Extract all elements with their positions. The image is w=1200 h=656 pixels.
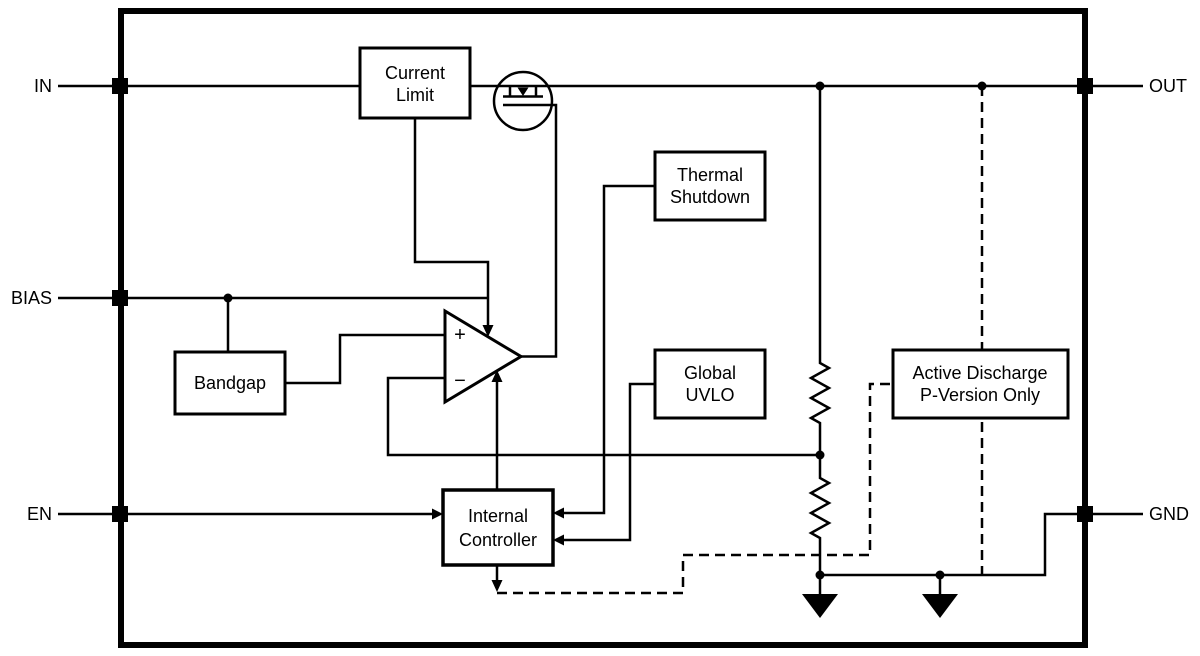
- pin-gnd-pad: [1077, 506, 1093, 522]
- pin-bias: BIAS: [11, 288, 128, 308]
- pin-bias-pad: [112, 290, 128, 306]
- wire-controller-to-active-discharge: [497, 382, 893, 595]
- resistor-bottom: [808, 455, 832, 575]
- junction-feedback-node: [815, 450, 825, 460]
- pin-in: IN: [34, 76, 128, 96]
- pin-out-pad: [1077, 78, 1093, 94]
- dashed-wires: [497, 86, 984, 595]
- pin-en-label: EN: [27, 504, 52, 524]
- global-uvlo-label-1: Global: [684, 363, 736, 383]
- wire-amp-output-to-gate: [521, 103, 558, 358]
- current-limit-label-2: Limit: [396, 85, 434, 105]
- arrow-en-into-controller-icon: [432, 508, 443, 520]
- arrow-controller-down-icon: [491, 580, 503, 592]
- internal-controller-label-2: Controller: [459, 530, 537, 550]
- error-amplifier: + −: [443, 308, 524, 405]
- current-limit-label-1: Current: [385, 63, 445, 83]
- bandgap-box: [173, 350, 287, 416]
- active-discharge-box: [891, 348, 1070, 420]
- wire-thermal-to-controller: [564, 184, 655, 515]
- block-global-uvlo: Global UVLO: [653, 348, 767, 420]
- thermal-shutdown-label-1: Thermal: [677, 165, 743, 185]
- wire-current-limit-to-amp: [413, 118, 490, 326]
- block-thermal-shutdown: Thermal Shutdown: [653, 150, 767, 222]
- global-uvlo-box: [653, 348, 767, 420]
- active-discharge-label-1: Active Discharge: [912, 363, 1047, 383]
- internal-controller-box: [441, 488, 555, 567]
- arrow-uvlo-into-controller-icon: [553, 534, 564, 546]
- block-internal-controller: Internal Controller: [441, 488, 555, 567]
- arrow-thermal-into-controller-icon: [553, 507, 564, 519]
- arrow-controller-into-amp-icon: [491, 370, 503, 382]
- current-limit-box: [358, 46, 472, 120]
- global-uvlo-label-2: UVLO: [685, 385, 734, 405]
- pin-in-pad: [112, 78, 128, 94]
- pass-fet-symbol: [503, 86, 543, 107]
- wires: [128, 84, 1077, 594]
- pin-bias-label: BIAS: [11, 288, 52, 308]
- pin-en-pad: [112, 506, 128, 522]
- wire-bandgap-to-amp-plus: [285, 333, 445, 385]
- feedback-divider: [808, 86, 832, 575]
- ground-symbol-icon-1: [802, 594, 838, 618]
- active-discharge-label-2: P-Version Only: [920, 385, 1040, 405]
- amp-plus-sign: +: [454, 324, 466, 346]
- ground-symbols: [802, 594, 958, 618]
- thermal-shutdown-box: [653, 150, 767, 222]
- ground-symbol-icon-2: [922, 594, 958, 618]
- error-amplifier-triangle: [443, 308, 524, 405]
- junction-bias-bandgap: [223, 293, 233, 303]
- junction-rail-divider: [815, 81, 825, 91]
- block-current-limit: Current Limit: [358, 46, 472, 120]
- device-boundary: [118, 8, 1088, 648]
- thermal-shutdown-label-2: Shutdown: [670, 187, 750, 207]
- junction-dots: [223, 81, 987, 580]
- wire-gnd-rail: [820, 512, 1077, 577]
- block-active-discharge: Active Discharge P-Version Only: [891, 348, 1070, 420]
- junction-gnd-rail-2: [935, 570, 945, 580]
- wire-uvlo-to-controller: [564, 382, 655, 542]
- arrowheads: [432, 325, 564, 592]
- block-bandgap: Bandgap: [173, 350, 287, 416]
- pin-out: OUT: [1077, 76, 1187, 96]
- pin-out-label: OUT: [1149, 76, 1187, 96]
- pass-fet-circle: [492, 70, 554, 132]
- arrow-current-limit-into-amp-icon: [482, 325, 494, 337]
- pins: IN BIAS EN OUT GND: [11, 76, 1189, 524]
- bandgap-label: Bandgap: [194, 373, 266, 393]
- internal-controller-label-1: Internal: [468, 506, 528, 526]
- resistor-top: [808, 86, 832, 455]
- pin-gnd-label: GND: [1149, 504, 1189, 524]
- pin-gnd: GND: [1077, 504, 1189, 524]
- pin-en: EN: [27, 504, 128, 524]
- junction-rail-discharge: [977, 81, 987, 91]
- junction-gnd-rail-1: [815, 570, 825, 580]
- pin-in-label: IN: [34, 76, 52, 96]
- fet-body-arrow-icon: [517, 87, 529, 96]
- blocks: Current Limit Thermal Shutdown Global UV…: [173, 46, 1070, 567]
- amp-minus-sign: −: [454, 370, 466, 392]
